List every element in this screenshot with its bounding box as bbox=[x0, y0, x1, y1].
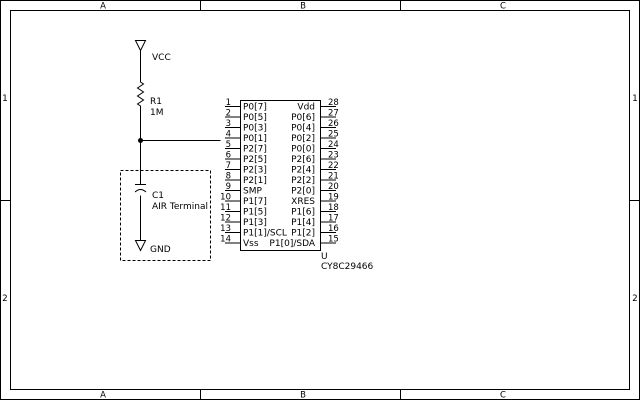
ic-pin-number: 21 bbox=[328, 172, 339, 182]
ic-pin-number: 25 bbox=[328, 130, 339, 140]
gnd-symbol[interactable] bbox=[134, 240, 147, 252]
ic-pin-name: P2[6] bbox=[291, 155, 315, 165]
ic-pin-number: 16 bbox=[328, 224, 339, 234]
zone-col-a-top: A bbox=[100, 2, 106, 12]
ic-pin-number: 4 bbox=[226, 130, 231, 140]
junction-dot bbox=[138, 138, 143, 143]
ic-pin-number: 14 bbox=[220, 235, 231, 245]
ic-pin-name: P1[5] bbox=[243, 208, 267, 218]
ic-pin-number: 17 bbox=[328, 214, 339, 224]
zone-col-c-top: C bbox=[500, 2, 506, 12]
ic-pin-name: P0[7] bbox=[243, 103, 267, 113]
ic-pin-name: P2[7] bbox=[243, 145, 267, 155]
ic-pin-number: 22 bbox=[328, 161, 339, 171]
zone-row-1-left: 1 bbox=[2, 94, 7, 104]
ic-pin-number: 2 bbox=[226, 109, 231, 119]
ic-ref: U bbox=[321, 252, 328, 262]
ic-pin-name: P0[5] bbox=[243, 113, 267, 123]
ic-pin-name: P1[4] bbox=[291, 218, 315, 228]
ic-body[interactable] bbox=[240, 100, 321, 251]
ic-pin-name: P0[1] bbox=[243, 134, 267, 144]
ic-pin-number: 19 bbox=[328, 193, 339, 203]
ic-pin-name: Vss bbox=[243, 239, 259, 249]
zone-col-a-bottom: A bbox=[100, 391, 106, 400]
ic-pin-name: XRES bbox=[291, 197, 315, 207]
ic-pin-number: 6 bbox=[226, 151, 231, 161]
ic-part-number: CY8C29466 bbox=[321, 262, 374, 272]
ic-pin-number: 3 bbox=[226, 119, 231, 129]
ic-pin-number: 18 bbox=[328, 203, 339, 213]
ic-pin-number: 24 bbox=[328, 140, 339, 150]
r1-ref: R1 bbox=[150, 97, 162, 107]
ic-pin-number: 12 bbox=[220, 214, 231, 224]
ic-pin-name: P1[2] bbox=[291, 229, 315, 239]
ic-pin-number: 8 bbox=[226, 172, 231, 182]
zone-row-2-right: 2 bbox=[632, 294, 637, 304]
c1-air-terminal-box bbox=[120, 170, 211, 261]
ic-pin-name: P2[4] bbox=[291, 166, 315, 176]
ic-pin-name: P1[1]/SCL bbox=[243, 229, 287, 239]
ic-pin-number: 23 bbox=[328, 151, 339, 161]
ic-pin-number: 20 bbox=[328, 182, 339, 192]
zone-row-2-left: 2 bbox=[2, 294, 7, 304]
ic-pin-number: 15 bbox=[328, 235, 339, 245]
ic-pin-number: 27 bbox=[328, 109, 339, 119]
ic-pin-name: P1[6] bbox=[291, 208, 315, 218]
zone-col-c-bottom: C bbox=[500, 391, 506, 400]
resistor-r1[interactable] bbox=[136, 70, 145, 121]
ic-pin-name: P2[1] bbox=[243, 176, 267, 186]
ic-pin-name: P0[4] bbox=[291, 124, 315, 134]
vcc-symbol[interactable] bbox=[134, 40, 147, 71]
ic-pin-number: 1 bbox=[226, 98, 231, 108]
ic-pin-name: P2[0] bbox=[291, 187, 315, 197]
zone-col-b-top: B bbox=[300, 2, 306, 12]
ic-pin-number: 26 bbox=[328, 119, 339, 129]
ic-pin-number: 13 bbox=[220, 224, 231, 234]
ic-pin-name: P0[6] bbox=[291, 113, 315, 123]
r1-value: 1M bbox=[150, 108, 164, 118]
ic-pin-number: 11 bbox=[220, 203, 231, 213]
vcc-label: VCC bbox=[152, 53, 171, 63]
ic-pin-name: Vdd bbox=[297, 103, 315, 113]
ic-pin-name: P2[2] bbox=[291, 176, 315, 186]
ic-pin-name: P1[7] bbox=[243, 197, 267, 207]
ic-pin-number: 28 bbox=[328, 98, 339, 108]
capacitor-c1[interactable] bbox=[134, 180, 147, 193]
ic-pin-name: P1[0]/SDA bbox=[269, 239, 315, 249]
ic-pin-number: 9 bbox=[226, 182, 231, 192]
ic-pin-name: P2[3] bbox=[243, 166, 267, 176]
zone-row-1-right: 1 bbox=[632, 94, 637, 104]
gnd-label: GND bbox=[150, 245, 171, 255]
ic-pin-name: P1[3] bbox=[243, 218, 267, 228]
ic-pin-name: P0[2] bbox=[291, 134, 315, 144]
ic-pin-name: SMP bbox=[243, 187, 262, 197]
net-wires bbox=[140, 120, 221, 241]
ic-pin-number: 10 bbox=[220, 193, 231, 203]
ic-pin-number: 7 bbox=[226, 161, 231, 171]
ic-pin-name: P2[5] bbox=[243, 155, 267, 165]
ic-pin-number: 5 bbox=[226, 140, 231, 150]
c1-value: AIR Terminal bbox=[152, 202, 208, 212]
zone-col-b-bottom: B bbox=[300, 391, 306, 400]
ic-pin-name: P0[0] bbox=[291, 145, 315, 155]
ic-pin-name: P0[3] bbox=[243, 124, 267, 134]
c1-ref: C1 bbox=[152, 191, 164, 201]
